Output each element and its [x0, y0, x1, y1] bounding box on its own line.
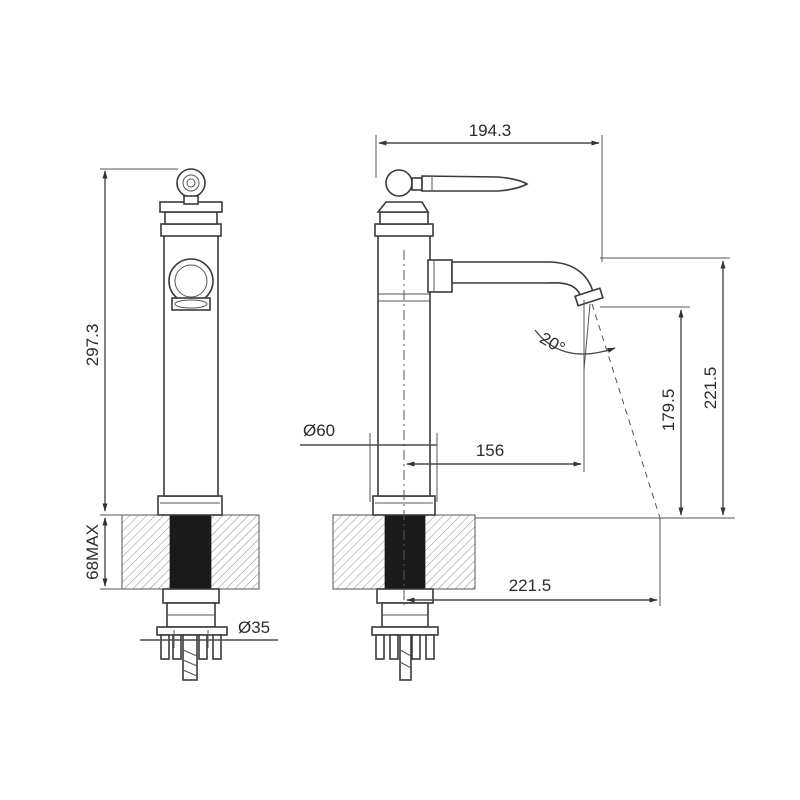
side-deck-right [424, 514, 476, 590]
front-view: 297.3 68MAX Ø35 [83, 168, 278, 681]
side-handle-knob [385, 169, 413, 197]
dim-overall-width: 194.3 [469, 121, 512, 140]
front-deck-right [210, 514, 260, 590]
front-spout-outlet [168, 258, 214, 304]
side-handle-base [376, 201, 430, 213]
front-collar [160, 223, 222, 237]
front-shank [162, 588, 220, 604]
front-base [157, 495, 223, 516]
side-deck-left [332, 514, 386, 590]
side-spout [451, 261, 595, 302]
side-handle-lever [421, 175, 529, 192]
dim-spout-angle: 20° [537, 329, 569, 358]
dim-base-diameter: Ø60 [303, 421, 335, 440]
front-deck-left [121, 514, 171, 590]
dim-spout-reach: 156 [476, 441, 504, 460]
dim-spout-height: 221.5 [701, 367, 720, 410]
front-handle-knob [176, 168, 206, 198]
dim-shank-diameter: Ø35 [238, 618, 270, 637]
dim-outlet-height: 179.5 [659, 389, 678, 432]
front-shank-core [170, 515, 211, 589]
side-view: 194.3 Ø60 156 20° 179.5 221.5 221.5 [300, 121, 735, 681]
side-spout-collar [427, 259, 453, 293]
dim-total-height: 297.3 [83, 324, 102, 367]
dim-stream-reach: 221.5 [509, 576, 552, 595]
side-shank-core [385, 515, 425, 589]
dim-deck-max: 68MAX [83, 524, 102, 580]
